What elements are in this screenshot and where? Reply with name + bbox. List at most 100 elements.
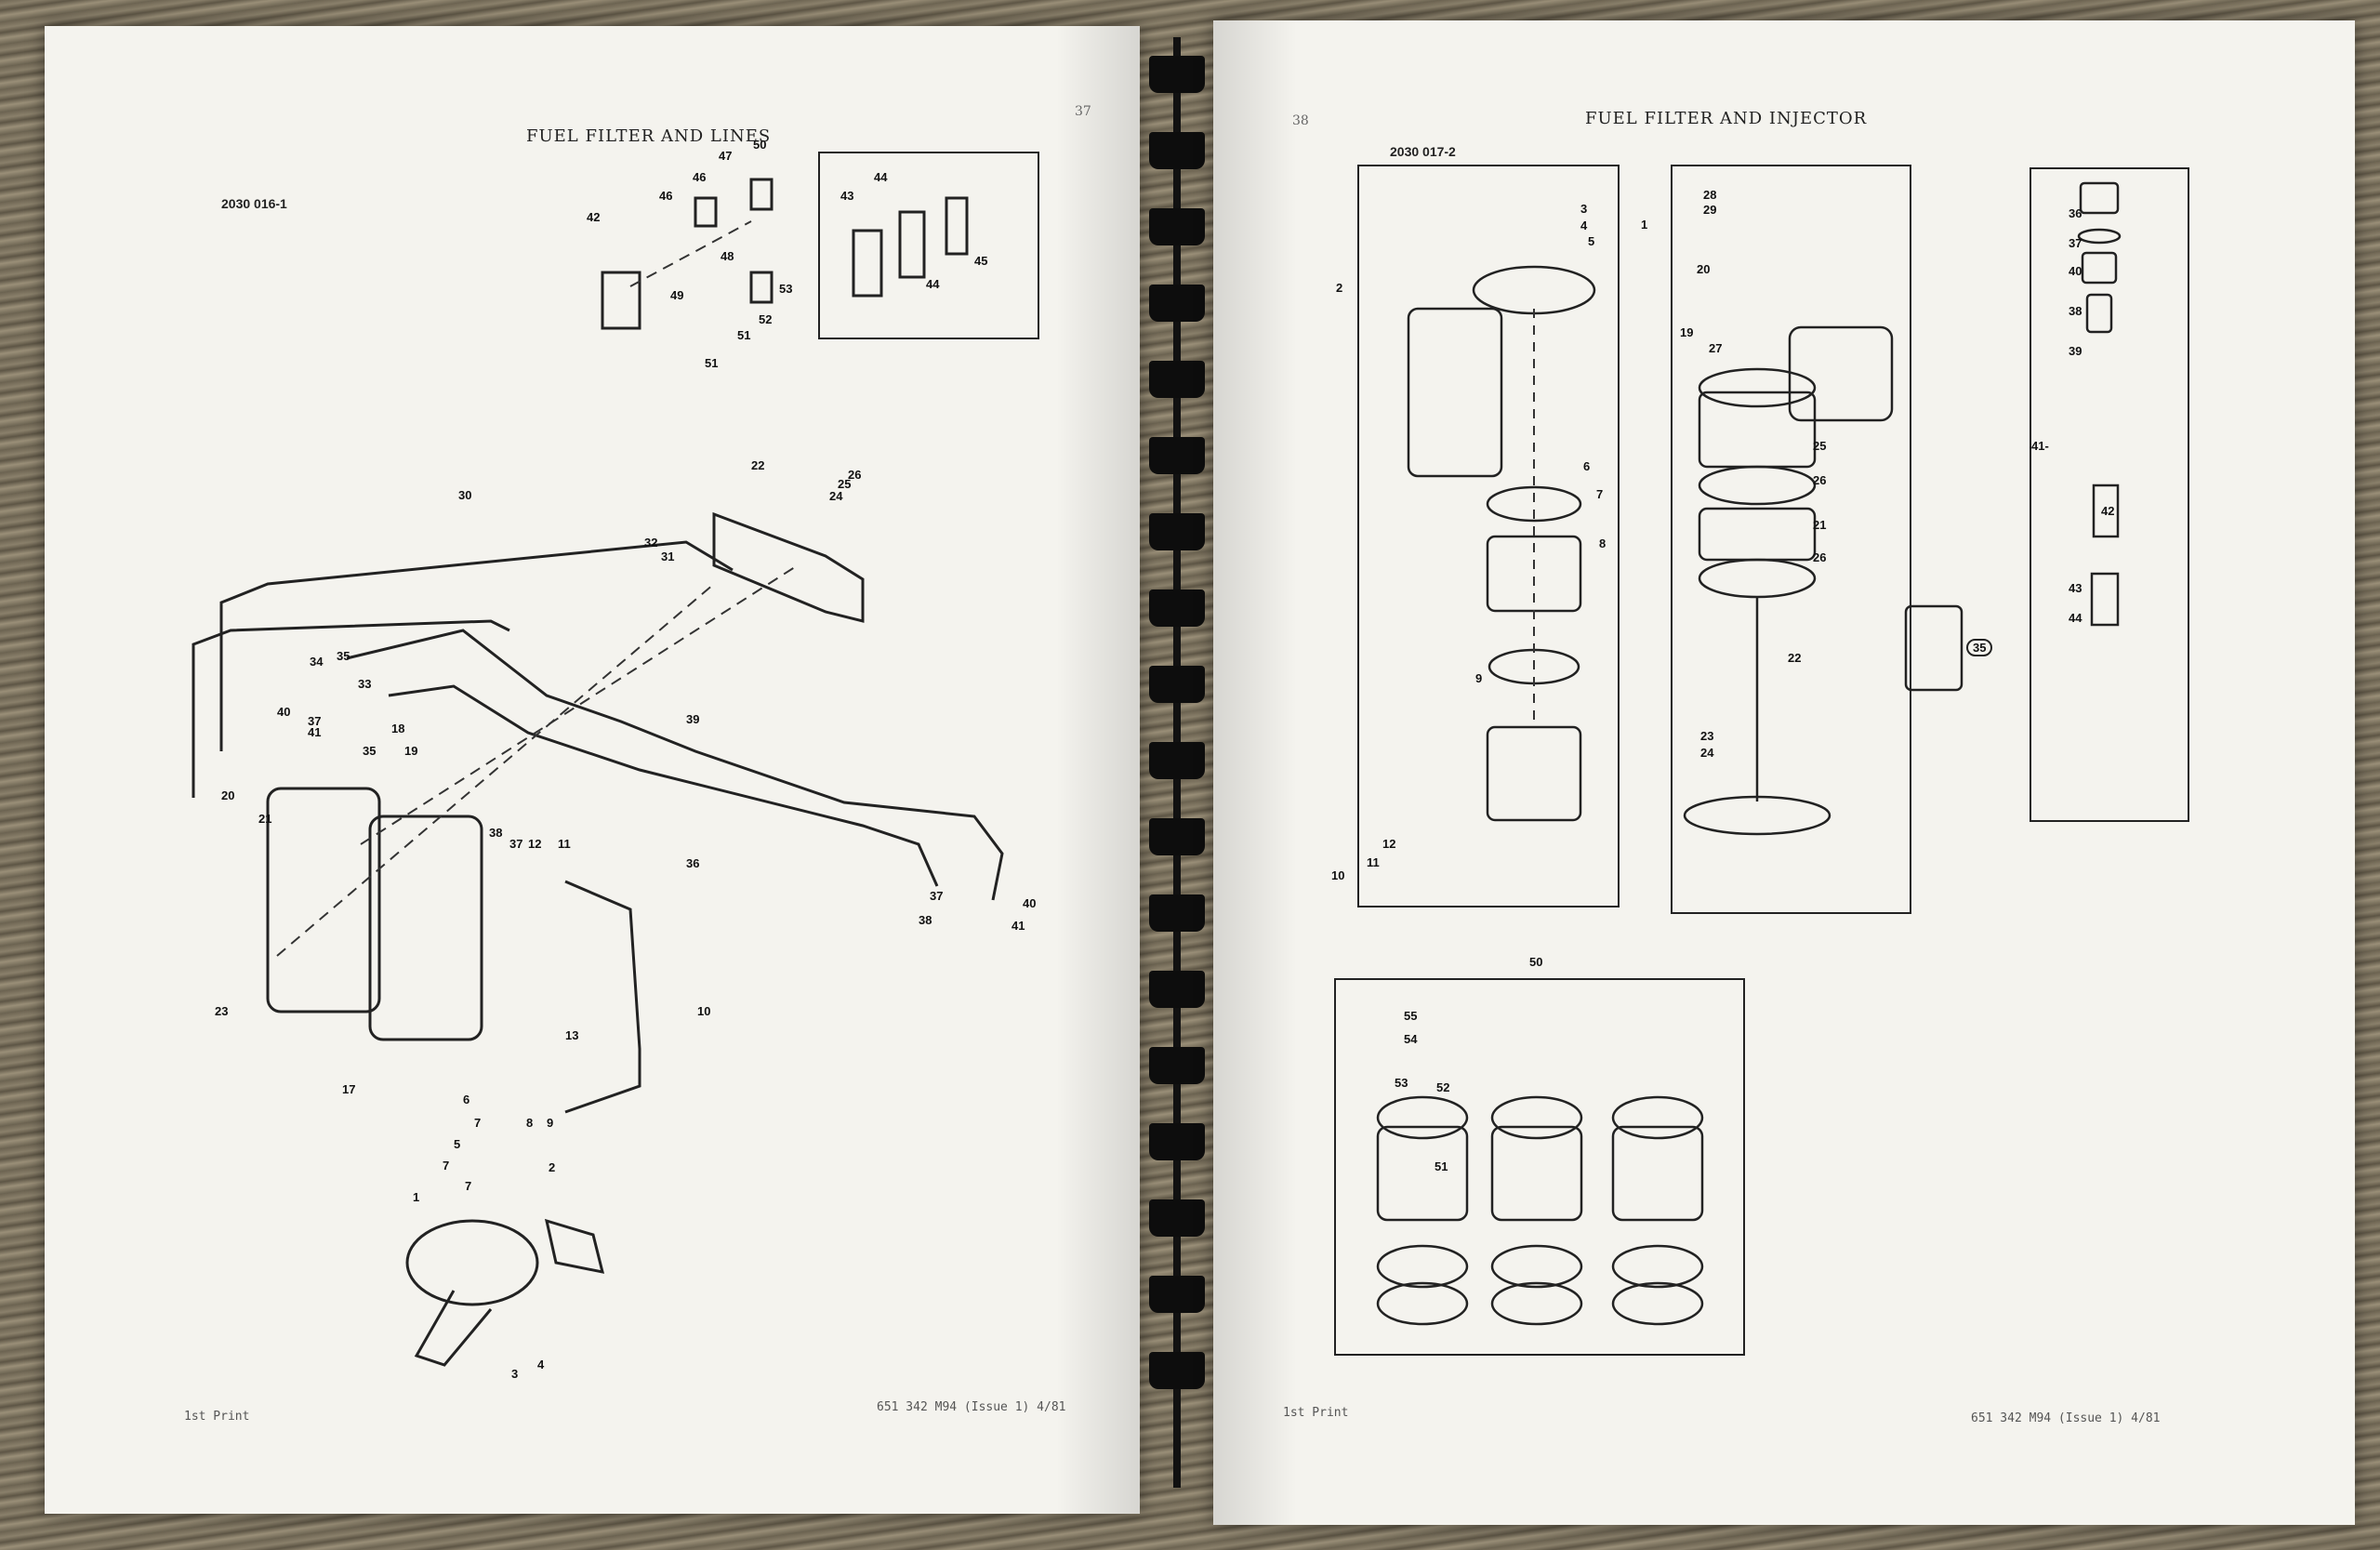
- part-callout: 51: [705, 356, 719, 370]
- part-callout: 51: [737, 328, 751, 342]
- part-callout: 20: [1697, 262, 1711, 276]
- part-callout: 41-: [2031, 439, 2049, 453]
- part-callout: 44: [926, 277, 940, 291]
- part-callout: 35: [337, 649, 350, 663]
- part-callout: 38: [919, 913, 932, 927]
- part-callout: 44: [874, 170, 888, 184]
- part-callout: 41: [308, 725, 322, 739]
- part-callout: 45: [974, 254, 988, 268]
- part-callout: 19: [1680, 325, 1694, 339]
- page-title: FUEL FILTER AND LINES: [526, 126, 772, 146]
- part-callout: 40: [2069, 264, 2082, 278]
- part-callout: 22: [1788, 651, 1802, 665]
- part-callout: 53: [779, 282, 793, 296]
- part-callout: 25: [838, 477, 852, 491]
- part-callout: 4: [537, 1358, 545, 1371]
- binding-ring: [1149, 132, 1205, 169]
- part-callout: 23: [1700, 729, 1714, 743]
- inset-box-clamp: [818, 152, 1039, 339]
- part-callout: 30: [458, 488, 472, 502]
- binding-ring: [1149, 742, 1205, 779]
- part-callout: 27: [1709, 341, 1723, 355]
- part-callout: 6: [1583, 459, 1591, 473]
- part-callout: 21: [1813, 518, 1827, 532]
- binding-ring: [1149, 208, 1205, 245]
- diagram-box-filter-element: [1671, 165, 1911, 914]
- part-callout: 20: [221, 788, 235, 802]
- part-callout: 39: [2069, 344, 2082, 358]
- page-title: FUEL FILTER AND INJECTOR: [1585, 109, 1868, 128]
- part-callout: 40: [1023, 896, 1037, 910]
- part-callout: 5: [454, 1137, 461, 1151]
- binding-ring: [1149, 1047, 1205, 1084]
- binding-ring: [1149, 1352, 1205, 1389]
- binding-ring: [1149, 1123, 1205, 1160]
- part-callout: 10: [1331, 868, 1345, 882]
- part-callout: 9: [1475, 671, 1483, 685]
- part-callout: 12: [1382, 837, 1396, 851]
- part-callout: 6: [463, 1093, 470, 1106]
- part-callout: 43: [840, 189, 854, 203]
- part-callout: 47: [719, 149, 733, 163]
- footer-print: 1st Print: [184, 1410, 250, 1424]
- page-number: 38: [1292, 113, 1309, 128]
- binding-ring: [1149, 971, 1205, 1008]
- page-gutter-shadow: [1056, 26, 1140, 1514]
- part-callout: 1: [1641, 218, 1648, 232]
- part-callout: 7: [474, 1116, 482, 1130]
- part-callout: 52: [1436, 1080, 1450, 1094]
- part-callout: 42: [2101, 504, 2115, 518]
- part-callout: 8: [526, 1116, 534, 1130]
- part-callout: 26: [1813, 473, 1827, 487]
- part-callout: 4: [1580, 219, 1588, 232]
- spiral-binding: [1149, 0, 1205, 1550]
- page-number: 37: [1075, 104, 1091, 119]
- part-callout: 40: [277, 705, 291, 719]
- part-callout: 38: [489, 826, 503, 840]
- figure-id: 2030 017-2: [1390, 144, 1456, 159]
- part-callout: 18: [391, 722, 405, 735]
- diagram-box-service-kit: [1334, 978, 1745, 1356]
- part-callout: 35: [363, 744, 377, 758]
- binding-ring: [1149, 513, 1205, 550]
- diagram-box-filter-assembly: [1357, 165, 1620, 907]
- part-callout: 52: [759, 312, 773, 326]
- part-callout: 24: [1700, 746, 1714, 760]
- part-callout: 21: [258, 812, 272, 826]
- injector-assembly-callout: 35: [1966, 639, 1993, 656]
- part-callout: 23: [215, 1004, 229, 1018]
- footer-part-number: 651 342 M94 (Issue 1) 4/81: [877, 1400, 1066, 1414]
- part-callout: 37: [308, 714, 322, 728]
- part-callout: 22: [751, 458, 765, 472]
- binding-ring: [1149, 818, 1205, 855]
- part-callout: 53: [1395, 1076, 1408, 1090]
- part-callout: 8: [1599, 537, 1606, 550]
- part-callout: 36: [686, 856, 700, 870]
- binding-ring: [1149, 56, 1205, 93]
- part-callout: 46: [659, 189, 673, 203]
- part-callout: 28: [1703, 188, 1717, 202]
- part-callout: 11: [558, 837, 571, 851]
- part-callout: 26: [1813, 550, 1827, 564]
- part-callout: 50: [753, 138, 767, 152]
- part-callout: 7: [465, 1179, 472, 1193]
- part-callout: 1: [413, 1190, 420, 1204]
- part-callout: 19: [404, 744, 418, 758]
- part-callout: 32: [644, 536, 658, 550]
- part-callout: 31: [661, 550, 675, 563]
- part-callout: 10: [697, 1004, 711, 1018]
- part-callout: 17: [342, 1082, 356, 1096]
- binding-ring: [1149, 437, 1205, 474]
- binding-ring: [1149, 361, 1205, 398]
- part-callout: 7: [443, 1159, 450, 1172]
- diagram-box-injector: [2030, 167, 2189, 822]
- part-callout: 49: [670, 288, 684, 302]
- part-callout: 7: [1596, 487, 1604, 501]
- part-callout: 55: [1404, 1009, 1418, 1023]
- part-callout: 12: [528, 837, 542, 851]
- binding-ring: [1149, 1199, 1205, 1237]
- part-callout: 51: [1435, 1159, 1448, 1173]
- part-callout: 36: [2069, 206, 2082, 220]
- figure-id: 2030 016-1: [221, 196, 287, 211]
- footer-print: 1st Print: [1283, 1406, 1349, 1420]
